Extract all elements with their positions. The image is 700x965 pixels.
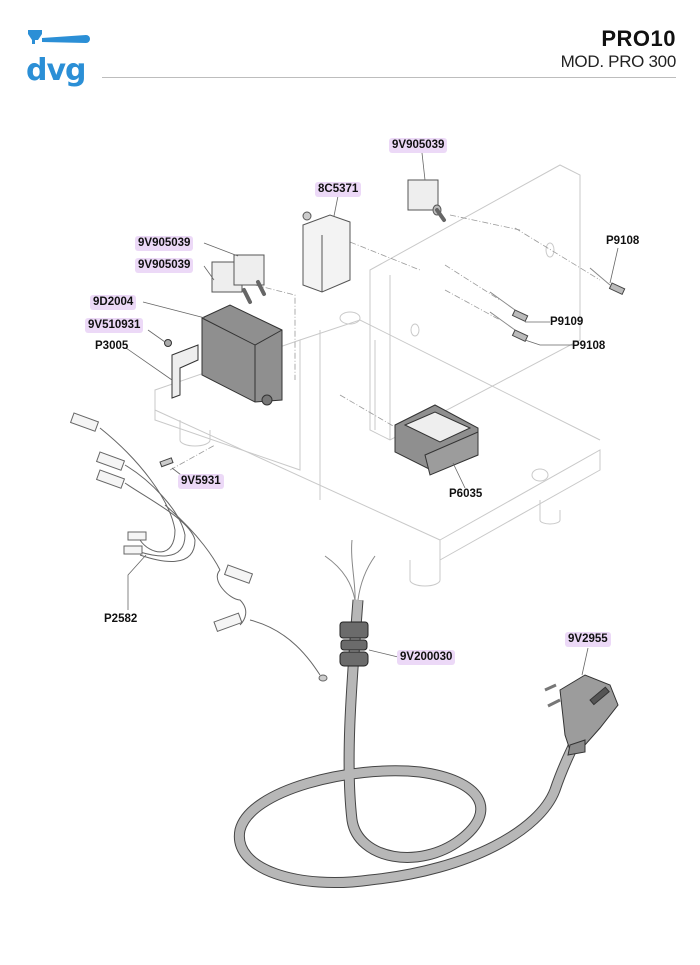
part-label-switch-top[interactable]: 9V905039 bbox=[389, 138, 448, 153]
bracket-part bbox=[164, 339, 199, 399]
toggle-switch-top bbox=[407, 179, 446, 222]
part-label-switch-left-1[interactable]: 9V905039 bbox=[135, 236, 194, 251]
part-label-screw-base[interactable]: 9V5931 bbox=[178, 474, 224, 489]
part-label-lamp-lower[interactable]: P9108 bbox=[572, 340, 606, 352]
part-label-display[interactable]: P6035 bbox=[449, 488, 483, 500]
indicator-lamps bbox=[489, 267, 626, 343]
part-label-wiring-harness[interactable]: P2582 bbox=[104, 613, 138, 625]
part-label-cable-gland[interactable]: 9V200030 bbox=[397, 650, 456, 665]
relay-block bbox=[302, 211, 351, 293]
machine-frame bbox=[154, 164, 601, 587]
header-divider bbox=[102, 77, 676, 78]
part-label-bracket[interactable]: P3005 bbox=[95, 340, 129, 352]
dvg-logo: dvg bbox=[26, 30, 90, 88]
control-box-part bbox=[201, 304, 283, 406]
page-title: PRO10 bbox=[601, 26, 676, 51]
part-label-control-box[interactable]: 9D2004 bbox=[90, 295, 137, 310]
toggle-switches-left bbox=[211, 254, 266, 304]
part-label-lamp-middle[interactable]: P9109 bbox=[550, 316, 584, 328]
part-label-lamp-top-right[interactable]: P9108 bbox=[606, 235, 640, 247]
part-label-screw-bracket[interactable]: 9V510931 bbox=[85, 318, 144, 333]
base-screw bbox=[159, 457, 174, 468]
wiring-harness-part bbox=[69, 412, 328, 682]
part-label-relay[interactable]: 8C5371 bbox=[315, 182, 362, 197]
part-label-power-plug[interactable]: 9V2955 bbox=[565, 632, 611, 647]
svg-text:dvg: dvg bbox=[26, 53, 86, 88]
power-cable bbox=[233, 539, 581, 888]
cable-gland-part bbox=[339, 621, 369, 667]
power-plug-part bbox=[544, 674, 619, 756]
part-label-switch-left-2[interactable]: 9V905039 bbox=[135, 258, 194, 273]
model-subtitle: MOD. PRO 300 bbox=[560, 52, 677, 71]
display-module bbox=[394, 404, 479, 476]
